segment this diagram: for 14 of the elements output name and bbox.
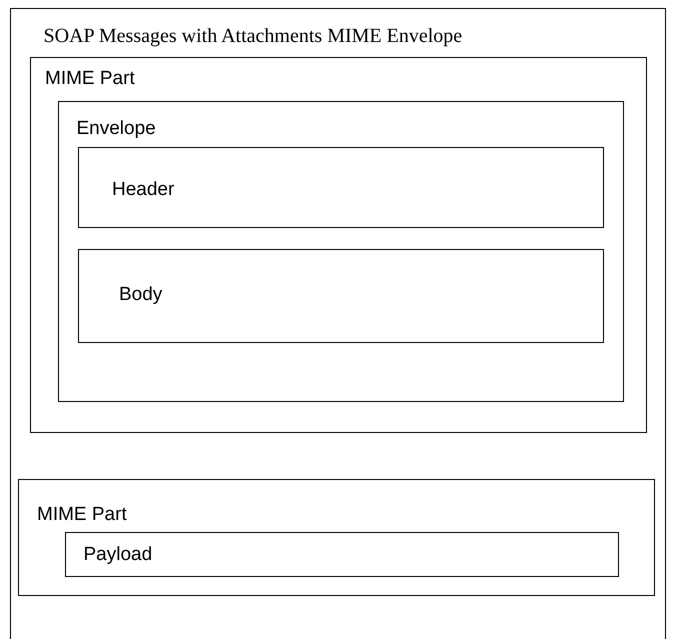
header-box (78, 146, 604, 228)
envelope-frame (10, 8, 666, 639)
box-title: Body (119, 284, 162, 306)
box-title: Envelope (76, 118, 156, 140)
box-title: Payload (84, 544, 152, 566)
envelope-box (58, 101, 624, 402)
box-title: MIME Part (45, 68, 135, 90)
part-box (18, 478, 654, 596)
payload-box (65, 532, 619, 577)
box-title: MIME Part (37, 504, 127, 526)
box-title: SOAP Messages with Attachments MIME Envelope (44, 24, 462, 46)
body-box (78, 248, 604, 342)
part-box (30, 56, 646, 432)
box-title: Header (112, 179, 174, 201)
